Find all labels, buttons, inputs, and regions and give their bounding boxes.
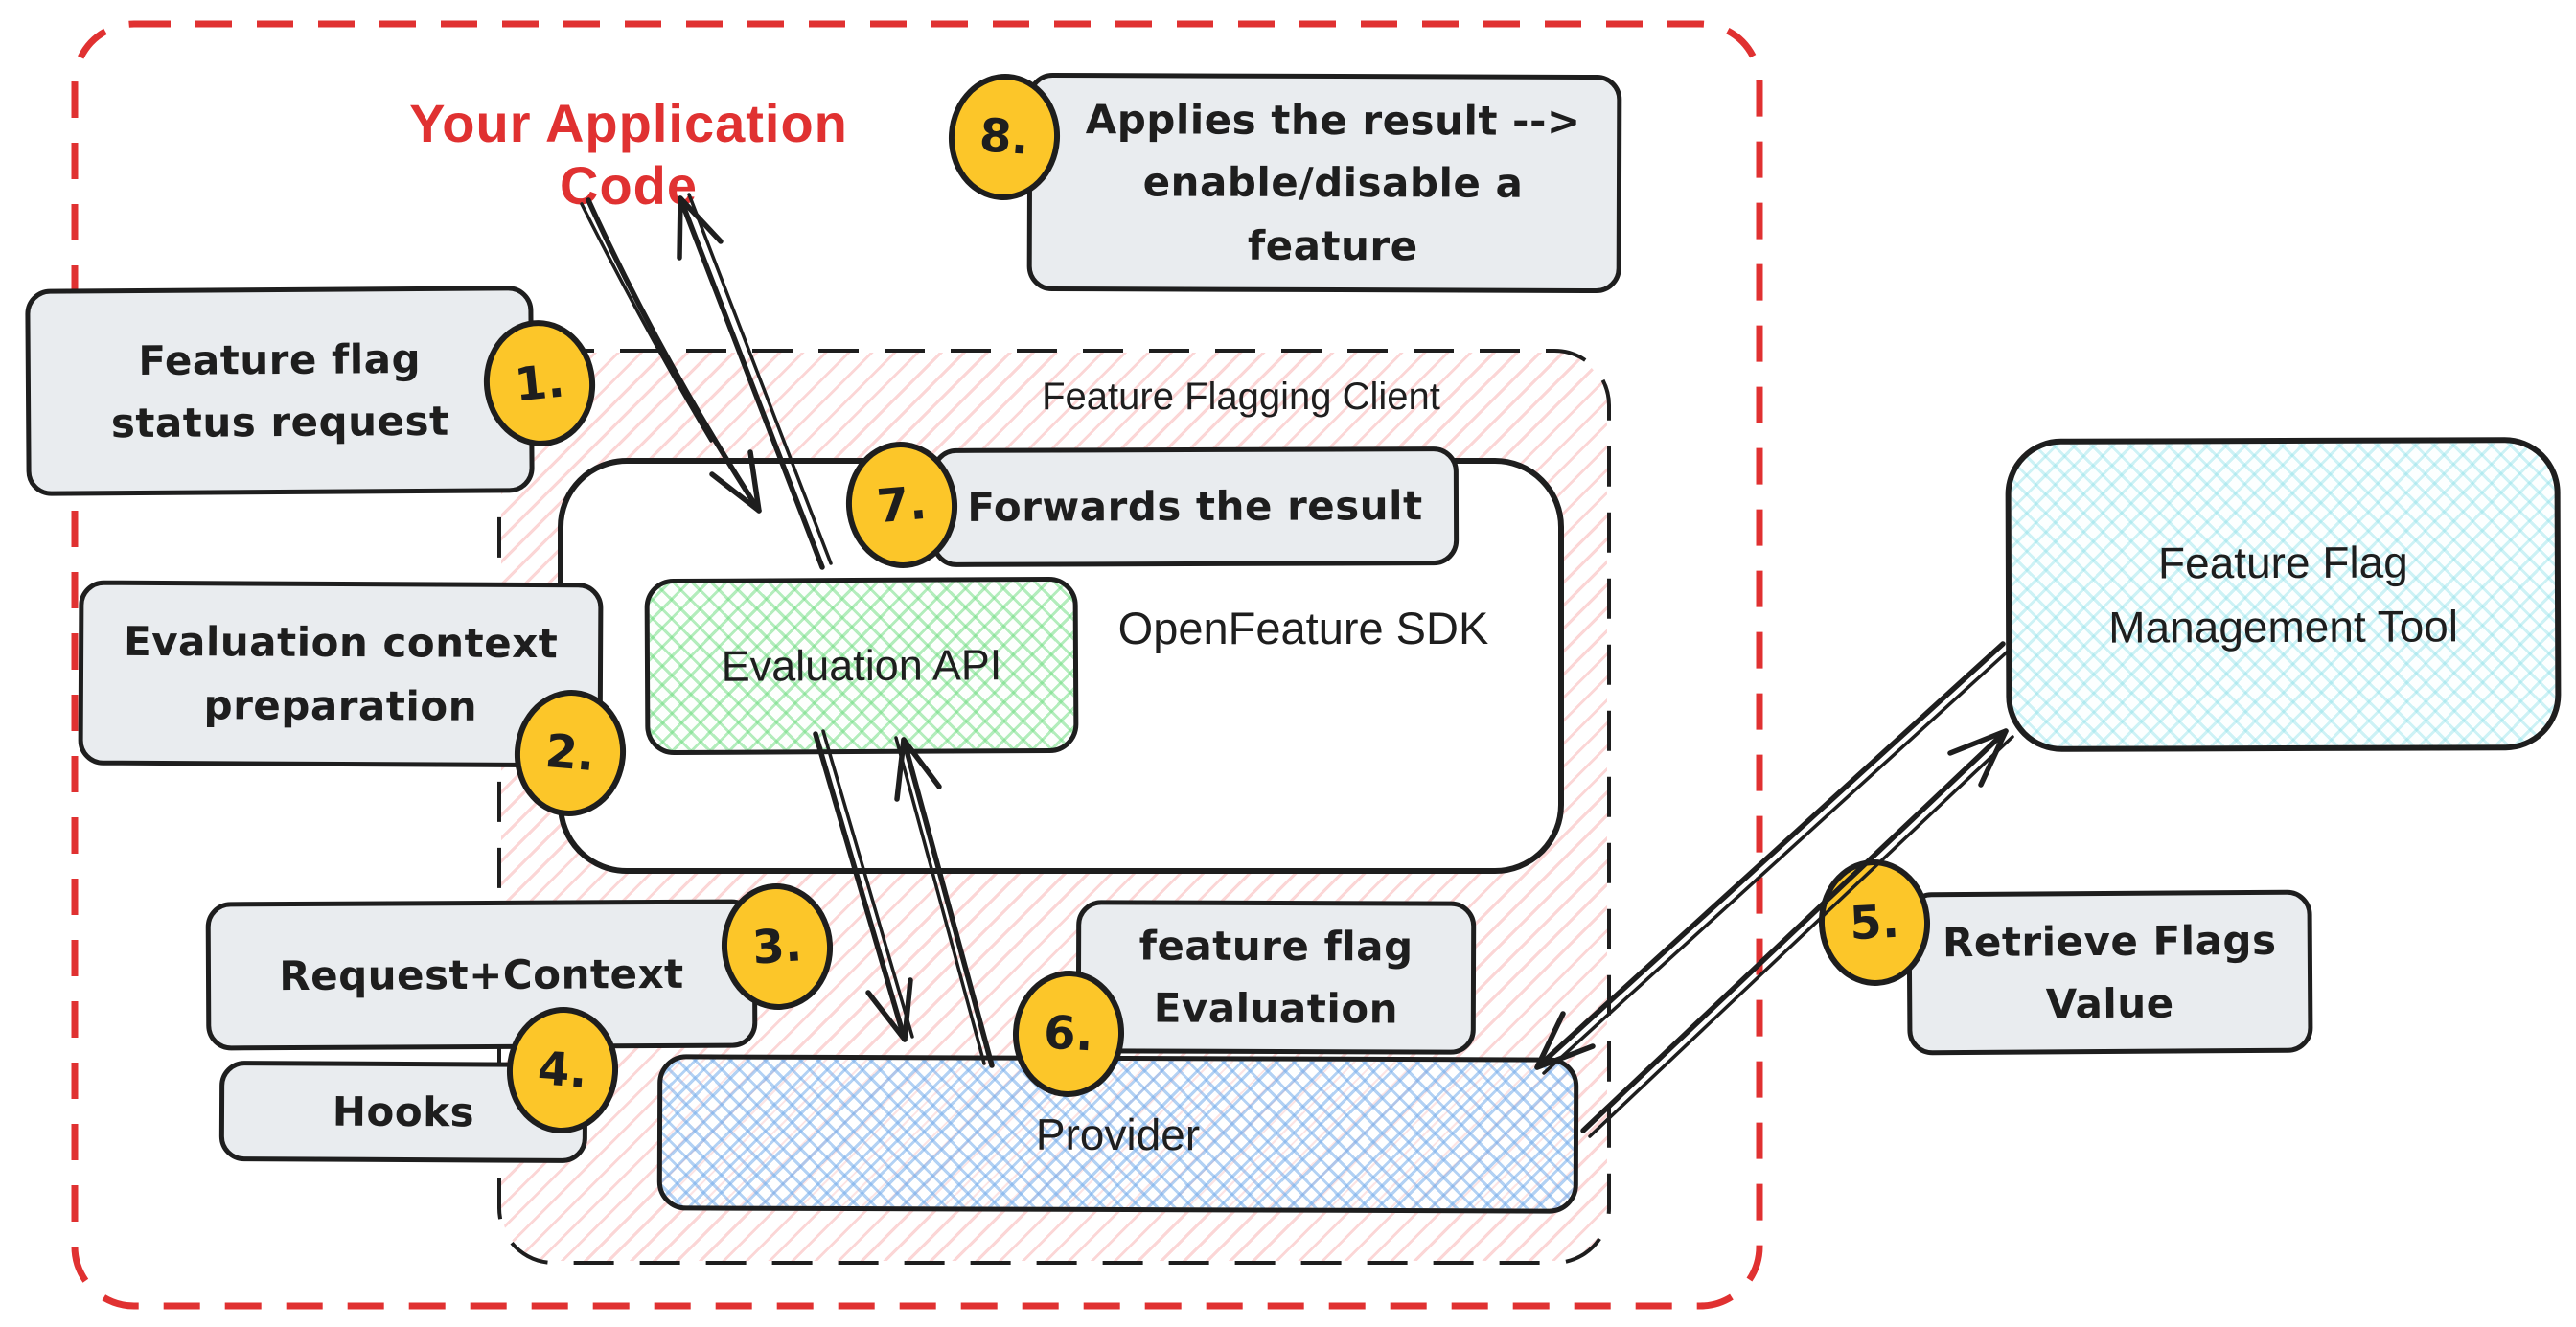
arrow-result-up bbox=[677, 193, 833, 570]
arrow-provider-to-api bbox=[894, 736, 995, 1068]
arrow-request-down bbox=[580, 197, 762, 514]
flagging-client-label: Feature Flagging Client bbox=[1042, 376, 1440, 418]
arrow-provider-to-mgmt bbox=[1580, 728, 2014, 1138]
application-code-title: Your Application Code bbox=[409, 93, 848, 216]
openfeature-sdk-label: OpenFeature SDK bbox=[1117, 603, 1489, 653]
application-code-border bbox=[71, 20, 1763, 1310]
arrow-mgmt-to-provider bbox=[1534, 641, 2012, 1075]
arrow-api-to-provider bbox=[813, 729, 914, 1042]
